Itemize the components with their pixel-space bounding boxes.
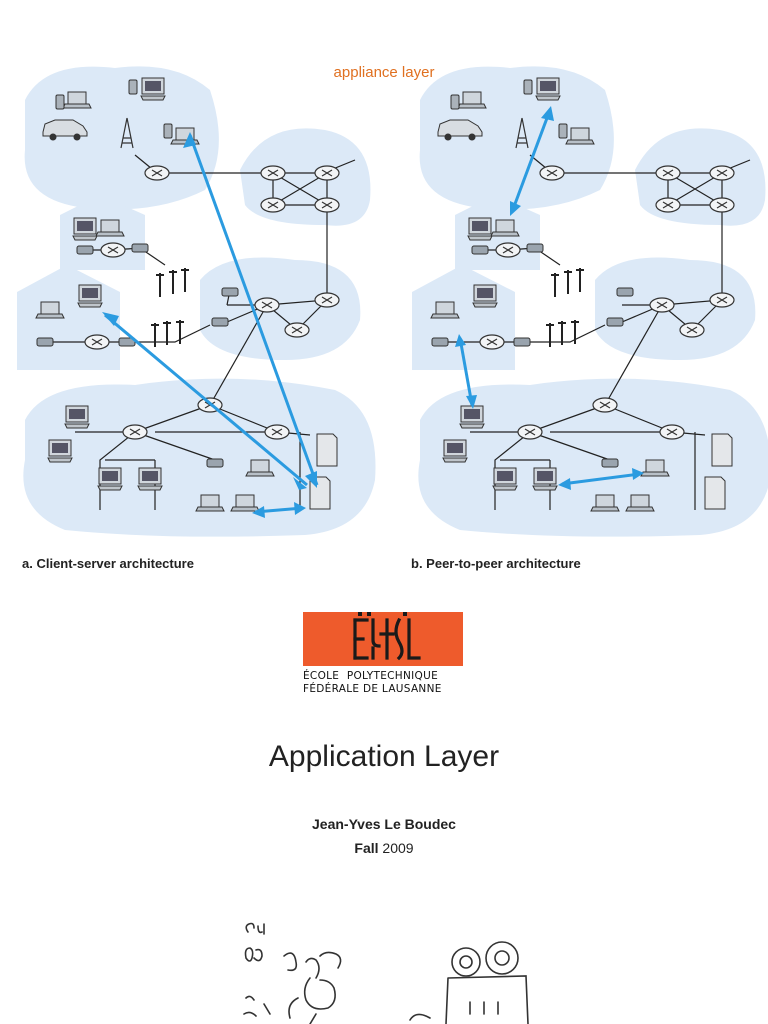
peer-to-peer-diagram xyxy=(412,66,768,537)
term-year: 2009 xyxy=(382,840,414,856)
epfl-logo: ÉCOLE POLYTECHNIQUE FÉDÉRALE DE LAUSANNE xyxy=(303,612,463,696)
epfl-name-line1: ÉCOLE POLYTECHNIQUE xyxy=(303,670,439,682)
epfl-logo-mark xyxy=(303,612,463,666)
hand-drawn-sketch-icon xyxy=(243,922,529,1024)
client-server-diagram xyxy=(17,66,376,537)
epfl-glyph-icon xyxy=(353,612,421,661)
term-season: Fall xyxy=(354,840,379,856)
page-title: Application Layer xyxy=(268,740,500,773)
epfl-name-line2: FÉDÉRALE DE LAUSANNE xyxy=(303,683,442,695)
author-name: Jean-Yves Le Boudec xyxy=(312,816,456,832)
caption-peer-to-peer: b. Peer-to-peer architecture xyxy=(411,556,581,571)
figure-label: appliance layer xyxy=(333,64,435,81)
term: Fall 2009 xyxy=(0,840,768,856)
caption-client-server: a. Client-server architecture xyxy=(22,556,194,571)
